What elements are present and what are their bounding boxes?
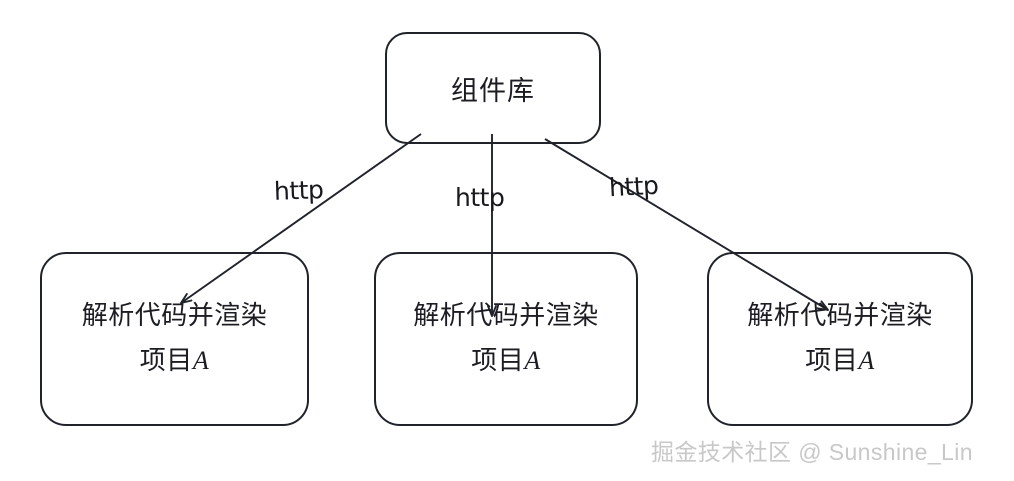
- node-project-a-left-line2: 项目A: [140, 346, 209, 377]
- edge-label-http-right: http: [608, 170, 660, 203]
- node-project-a-left-line2-prefix: 项目: [139, 346, 193, 375]
- node-component-library-label: 组件库: [451, 75, 535, 106]
- node-project-a-right-line2-tag: A: [858, 346, 875, 375]
- node-project-a-right-line2: 项目A: [805, 346, 874, 377]
- node-project-a-right[interactable]: 解析代码并渲染 项目A: [707, 252, 973, 426]
- node-project-a-right-line2-prefix: 项目: [805, 346, 859, 375]
- edge-label-http-middle: http: [455, 183, 505, 212]
- node-project-a-middle-line2-tag: A: [524, 346, 541, 375]
- node-project-a-right-line1: 解析代码并渲染: [747, 301, 933, 331]
- edge-root-to-project-a: [180, 133, 422, 304]
- node-project-a-middle-line1: 解析代码并渲染: [413, 301, 599, 331]
- node-project-a-middle-line2-prefix: 项目: [471, 346, 525, 375]
- edge-root-to-project-c: [544, 138, 829, 311]
- node-project-a-middle-line2: 项目A: [471, 346, 540, 377]
- node-project-a-left-line2-tag: A: [192, 346, 210, 375]
- watermark-text: 掘金技术社区 @ Sunshine_Lin: [651, 439, 973, 465]
- edge-label-http-left: http: [273, 175, 324, 206]
- node-project-a-left[interactable]: 解析代码并渲染 项目A: [40, 252, 309, 426]
- node-project-a-left-line1: 解析代码并渲染: [81, 301, 268, 331]
- node-component-library[interactable]: 组件库: [385, 32, 601, 144]
- node-project-a-middle[interactable]: 解析代码并渲染 项目A: [374, 252, 638, 426]
